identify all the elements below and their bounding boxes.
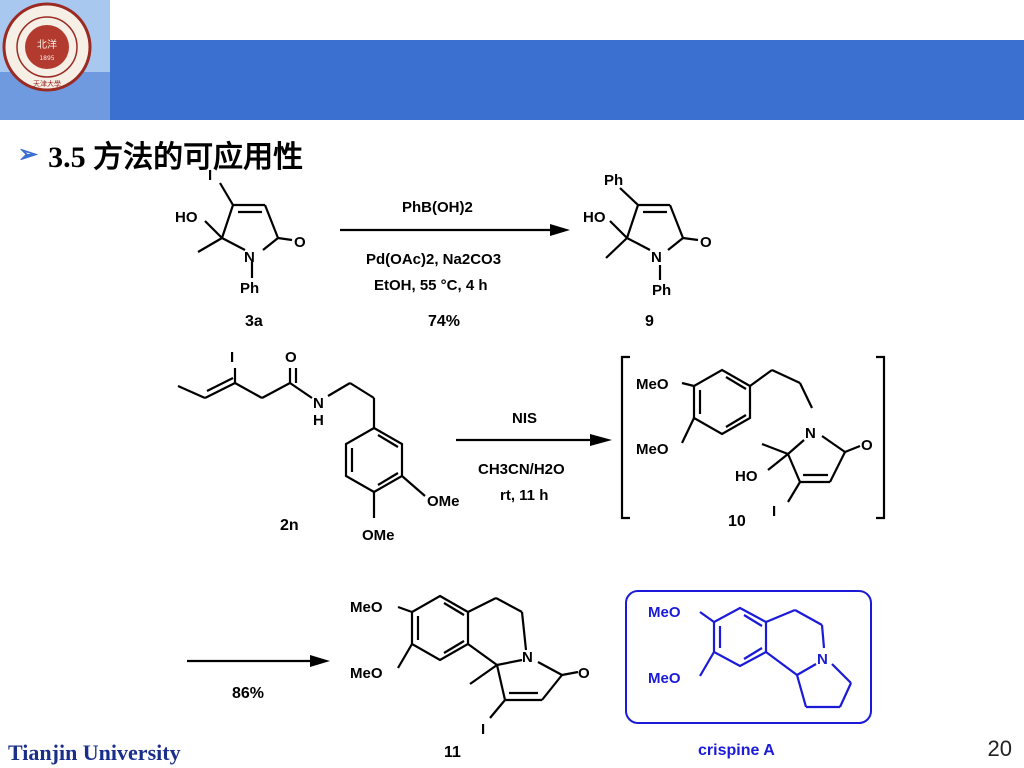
atom-iodine: I [208,167,212,184]
atom-iodine: I [481,721,485,738]
slide-title: ➢ 3.5 方法的可应用性 [18,132,303,176]
atom-oxygen: O [578,665,590,682]
logo-year: 1895 [39,55,54,62]
atom-phenyl: Ph [240,280,259,297]
atom-methoxy: MeO [648,604,681,621]
atom-nitrogen: N [805,425,816,442]
yield-reaction3: 86% [232,685,264,702]
atom-methoxy: MeO [636,441,669,458]
atom-iodine: I [230,349,234,366]
compound-label-9: 9 [645,313,654,330]
compound-label-10: 10 [728,513,746,530]
atom-oxygen: O [861,437,873,454]
structure-11 [397,594,579,719]
atom-hydroxyl: HO [735,468,758,485]
logo-center-text: 北洋 [37,38,57,51]
compound-label-11: 11 [444,744,461,761]
structure-2n [177,368,426,518]
atom-nitrogen: N [313,395,324,412]
conditions-solvent: CH3CN/H2O [478,461,565,478]
atom-hydroxyl: HO [583,209,606,226]
atom-methoxy: OMe [427,493,460,510]
compound-label-crispine-a: crispine A [698,742,775,759]
atom-iodine: I [772,503,776,520]
atom-phenyl: Ph [604,172,623,189]
header-top-strip [110,0,1024,40]
page-number: 20 [987,736,1012,761]
footer-university: Tianjin University [8,740,181,765]
atom-nitrogen: N [817,651,828,668]
atom-oxygen: O [285,349,297,366]
header-bar [110,40,1024,120]
compound-label-3a: 3a [245,313,263,330]
logo-bottom-text: 天津大學 [33,79,61,88]
atom-oxygen: O [700,234,712,251]
atom-hydroxyl: HO [175,209,198,226]
atom-nitrogen: N [244,249,255,266]
reagent-nis: NIS [512,410,537,427]
structure-3a [197,182,293,278]
conditions-catalyst: Pd(OAc)2, Na2CO3 [366,251,501,268]
compound-label-2n: 2n [280,517,299,534]
atom-methoxy: MeO [648,670,681,687]
conditions-solvent: EtOH, 55 °C, 4 h [374,277,488,294]
structure-9 [605,187,699,280]
slide-title-text: 3.5 方法的可应用性 [48,141,304,174]
atom-phenyl: Ph [652,282,671,299]
structure-10 [681,368,861,503]
atom-methoxy: MeO [350,599,383,616]
reagent-phenylboronic-acid: PhB(OH)2 [402,199,473,216]
yield-reaction1: 74% [428,313,460,330]
crispine-a-box [625,590,872,724]
atom-nitrogen: N [651,249,662,266]
university-logo: 北洋 1895 天津大學 [2,2,92,92]
conditions-time: rt, 11 h [500,487,548,504]
atom-methoxy: MeO [636,376,669,393]
atom-methoxy: MeO [350,665,383,682]
atom-oxygen: O [294,234,306,251]
atom-hydrogen: H [313,412,324,429]
bullet-arrow-icon: ➢ [18,141,39,168]
atom-nitrogen: N [522,649,533,666]
atom-methoxy: OMe [362,527,395,544]
